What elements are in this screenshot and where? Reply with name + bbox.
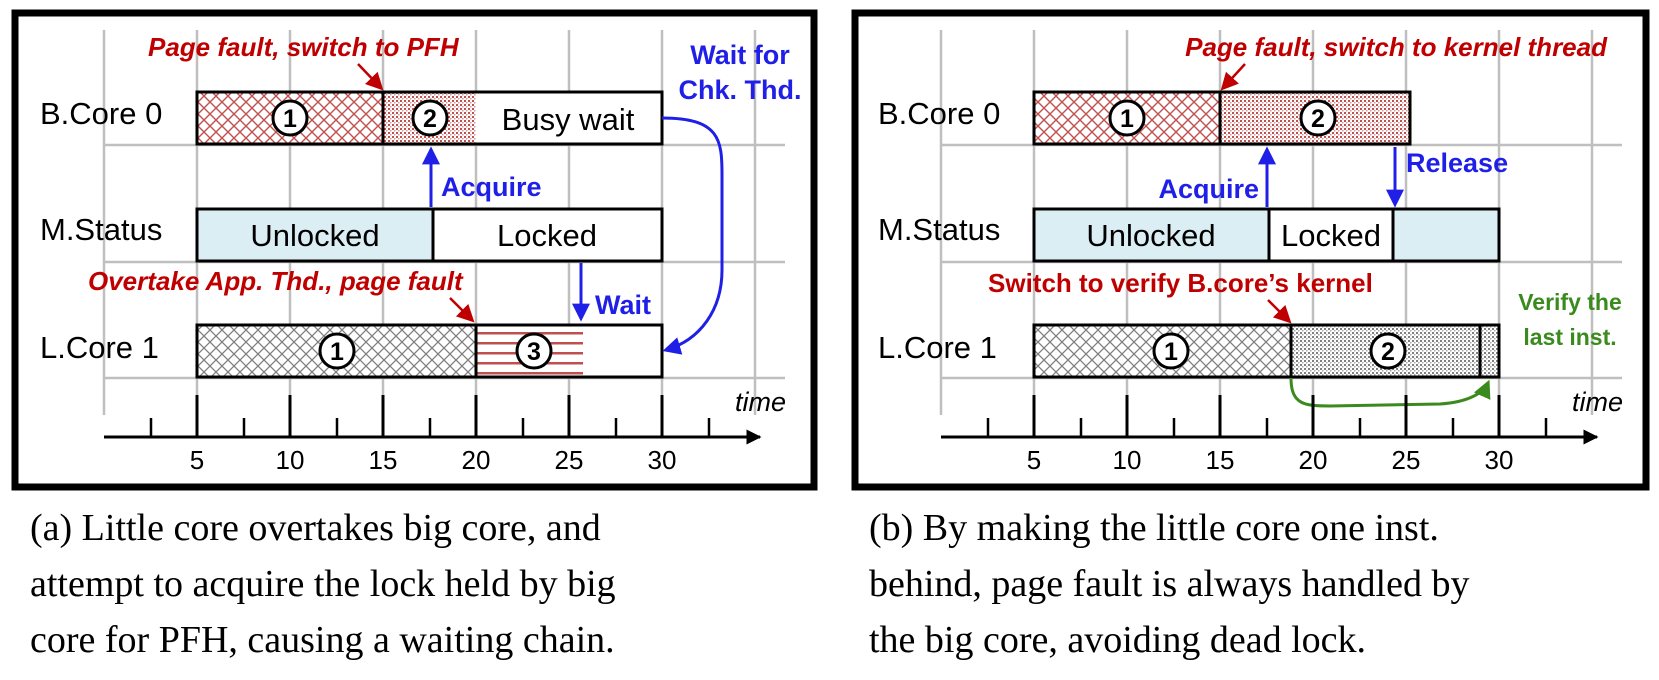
panel-b-page-fault-arrow <box>1220 63 1246 91</box>
panel-b-bcore-num2-circle <box>1299 99 1337 137</box>
panel-a: B.Core 0 M.Status L.Core 1 1 2 Busy wait… <box>11 9 818 661</box>
panel-b-status-locked <box>1267 207 1395 263</box>
panel-b-bcore-num2: 2 <box>1311 105 1325 133</box>
panel-b-caption-line-3: the big core, avoiding dead lock. <box>869 619 1366 661</box>
panel-a-page-fault-arrow <box>357 63 384 91</box>
panel-b-bcore-bar <box>1032 90 1412 146</box>
panel-b-status-unlocked <box>1032 207 1271 263</box>
panel-b-tick-15: 15 <box>1206 445 1235 475</box>
panel-b-status-unlocked-label: Unlocked <box>1086 218 1215 253</box>
panel-a-overtake-arrow <box>449 297 475 323</box>
panel-a-tick-15: 15 <box>369 445 398 475</box>
panel-b-lcore-num2: 2 <box>1381 338 1395 366</box>
panel-a-tick-30: 30 <box>648 445 677 475</box>
panel-b-bcore-num1-circle <box>1108 99 1146 137</box>
panel-a-status-unlocked-label: Unlocked <box>250 218 379 253</box>
panel-b-tick-5: 5 <box>1027 445 1041 475</box>
panel-a-caption-line-1: (a) Little core overtakes big core, and <box>30 507 601 549</box>
panel-b-row-label-bcore: B.Core 0 <box>878 96 1000 131</box>
panel-a-bcore-num1: 1 <box>283 105 297 133</box>
panel-a-wait-for-label-2: Chk. Thd. <box>679 75 802 105</box>
panel-a-row-label-lcore: L.Core 1 <box>40 330 159 365</box>
panel-b-row-label-status: M.Status <box>878 212 1000 247</box>
panel-b-lcore-num1: 1 <box>1164 338 1178 366</box>
panel-b-acquire-label: Acquire <box>1158 174 1259 204</box>
panel-a-status-unlocked <box>195 207 435 263</box>
panel-a-lcore-num1: 1 <box>330 338 344 366</box>
panel-b-tick-10: 10 <box>1113 445 1142 475</box>
panel-b-status-locked-label: Locked <box>1281 218 1381 253</box>
panel-a-tick-5: 5 <box>190 445 204 475</box>
panel-a-bcore-num2: 2 <box>423 105 437 133</box>
panel-a-tick-10: 10 <box>276 445 305 475</box>
panel-a-page-fault-label: Page fault, switch to PFH <box>148 32 460 62</box>
panel-a-status-locked-label: Locked <box>497 218 597 253</box>
panel-b-release-label: Release <box>1406 148 1508 178</box>
panel-b-verify-label-1: Verify the <box>1518 289 1622 315</box>
panel-b-page-fault-label: Page fault, switch to kernel thread <box>1185 32 1608 62</box>
panel-b-tick-20: 20 <box>1299 445 1328 475</box>
panel-b-tick-25: 25 <box>1392 445 1421 475</box>
panel-a-overtake-label: Overtake App. Thd., page fault <box>88 266 464 296</box>
panel-a-wait-label: Wait <box>595 290 651 320</box>
panel-a-time-axis: 5 10 15 20 25 30 time <box>104 387 786 475</box>
panel-a-bcore-busy-label: Busy wait <box>502 102 635 137</box>
panel-b-switch-verify-arrow <box>1267 299 1292 324</box>
panel-b-verify-arrow <box>1289 377 1491 408</box>
panel-a-lcore-num3-circle <box>515 332 553 370</box>
panel-b: B.Core 0 M.Status L.Core 1 1 2 Unlocked … <box>851 9 1650 661</box>
panel-a-acquire-label: Acquire <box>441 172 542 202</box>
panel-a-row-label-status: M.Status <box>40 212 162 247</box>
panel-a-lcore-bar <box>195 323 664 379</box>
panel-b-status-unlocked-2 <box>1391 207 1501 263</box>
panel-b-lcore-num1-circle <box>1152 332 1190 370</box>
panel-a-tick-25: 25 <box>555 445 584 475</box>
panel-b-time-label: time <box>1572 387 1623 417</box>
panel-b-lcore-num2-circle <box>1369 332 1407 370</box>
panel-a-tick-20: 20 <box>462 445 491 475</box>
panel-b-tick-30: 30 <box>1485 445 1514 475</box>
panel-a-bcore-num2-circle <box>411 99 449 137</box>
panel-a-bcore-num1-circle <box>271 99 309 137</box>
panel-a-wait-for-label-1: Wait for <box>690 40 790 70</box>
panel-b-caption-line-1: (b) By making the little core one inst. <box>869 507 1439 549</box>
panel-a-lcore-num1-circle <box>318 332 356 370</box>
panel-b-switch-verify-label: Switch to verify B.core’s kernel <box>988 268 1373 298</box>
panel-b-caption-line-2: behind, page fault is always handled by <box>869 563 1469 605</box>
panel-a-lcore-num3: 3 <box>527 338 541 366</box>
panel-a-status-locked <box>431 207 664 263</box>
panel-b-bcore-num1: 1 <box>1120 105 1134 133</box>
panel-a-caption-line-3: core for PFH, causing a waiting chain. <box>30 619 615 661</box>
panel-a-time-label: time <box>735 387 786 417</box>
panel-a-wait-for-arrow <box>661 116 724 355</box>
panel-b-lcore-bar <box>1032 323 1501 379</box>
panel-b-verify-label-2: last inst. <box>1523 324 1616 350</box>
panel-a-caption-line-2: attempt to acquire the lock held by big <box>30 563 616 605</box>
panel-a-bcore-busy <box>476 92 662 144</box>
panel-b-time-axis: 5 10 15 20 25 30 time <box>941 387 1623 475</box>
panel-a-row-label-bcore: B.Core 0 <box>40 96 162 131</box>
panel-b-row-label-lcore: L.Core 1 <box>878 330 997 365</box>
